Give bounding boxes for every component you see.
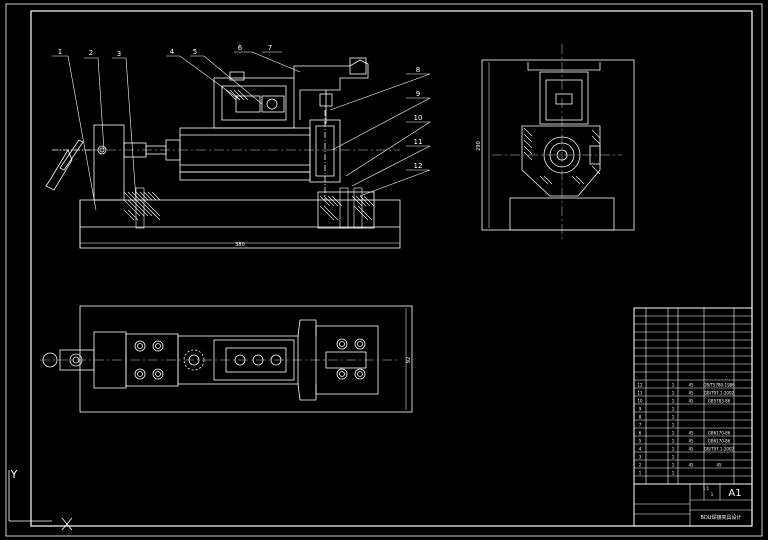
balloon-6: 6	[238, 44, 243, 52]
bom-item-qty: 1	[672, 471, 675, 476]
bom-item-standard: GB6170-86	[708, 431, 731, 436]
bom-item-material: 45	[688, 383, 694, 388]
bom-item-standard: 45	[716, 463, 722, 468]
bom-item-standard: GB5783-86	[708, 399, 731, 404]
bom-item-number: 9	[639, 407, 642, 412]
bom-item-number: 6	[639, 431, 642, 436]
balloon-2: 2	[89, 49, 93, 57]
bom-item-material: 45	[688, 431, 694, 436]
bom-item-qty: 1	[672, 423, 675, 428]
balloon-labels: 1 2 3 4 5 6 7 8 9 10 11 12	[58, 44, 423, 170]
bom-item-material: 45	[688, 439, 694, 444]
bom-item-number: 2	[639, 463, 642, 468]
bom-item-standard: GB/T97.1-2002	[704, 447, 735, 452]
sheet-size-label: A1	[728, 488, 741, 499]
side-view	[481, 44, 635, 240]
balloon-4: 4	[170, 48, 175, 56]
side-view-hatching	[523, 127, 601, 185]
bom-item-material: 45	[688, 463, 694, 468]
bom-item-number: 8	[639, 415, 642, 420]
bom-item-number: 4	[639, 447, 642, 452]
bom-item-qty: 1	[672, 447, 675, 452]
dimension-height: 290	[476, 141, 482, 151]
bom-item-number: 3	[639, 455, 642, 460]
bom-item-material: 45	[688, 399, 694, 404]
balloon-11: 11	[414, 138, 423, 146]
bom-item-qty: 1	[672, 455, 675, 460]
bom-item-qty: 1	[672, 439, 675, 444]
drawing-title: BDU焊接夹具设计	[701, 514, 742, 521]
balloon-7: 7	[268, 44, 272, 52]
bom-item-standard: GB6170-86	[708, 439, 731, 444]
bom-item-qty: 1	[672, 431, 675, 436]
plan-view	[40, 305, 413, 413]
bom-item-qty: 1	[672, 383, 675, 388]
bom-item-standard: GB/T97.1-2002	[704, 391, 735, 396]
bom-item-number: 10	[637, 399, 643, 404]
ucs-axis-y-label: Y	[10, 468, 18, 481]
bom-item-material: 45	[688, 391, 694, 396]
sheet-border	[5, 3, 763, 537]
front-view-hatching	[123, 89, 375, 229]
balloon-8: 8	[416, 66, 420, 74]
bom-item-qty: 1	[672, 399, 675, 404]
balloon-10: 10	[414, 114, 423, 122]
bom-item-qty: 1	[672, 415, 675, 420]
balloon-5: 5	[193, 48, 197, 56]
bom-item-qty: 1	[672, 463, 675, 468]
ucs-axis-icon	[8, 470, 73, 531]
bom-item-standard: GB/T5780-1986	[703, 383, 735, 388]
bom-item-number: 7	[639, 423, 642, 428]
bom-item-material: 45	[688, 447, 694, 452]
bom-item-number: 11	[637, 391, 643, 396]
title-block	[633, 307, 753, 527]
balloon-1: 1	[58, 48, 62, 56]
front-view	[45, 57, 401, 249]
balloon-3: 3	[117, 50, 121, 58]
balloon-leaders	[52, 51, 432, 211]
bom-item-qty: 1	[672, 407, 675, 412]
scale-value: 1:1	[703, 486, 710, 491]
balloon-9: 9	[416, 90, 420, 98]
sheet-number: 1	[711, 492, 714, 497]
bom-item-number: 12	[637, 383, 643, 388]
dimension-width: 92	[406, 357, 412, 363]
bom-item-number: 1	[639, 471, 642, 476]
bom-item-number: 5	[639, 439, 642, 444]
bom-item-qty: 1	[672, 391, 675, 396]
balloon-12: 12	[414, 162, 423, 170]
dimension-length: 380	[235, 242, 245, 248]
